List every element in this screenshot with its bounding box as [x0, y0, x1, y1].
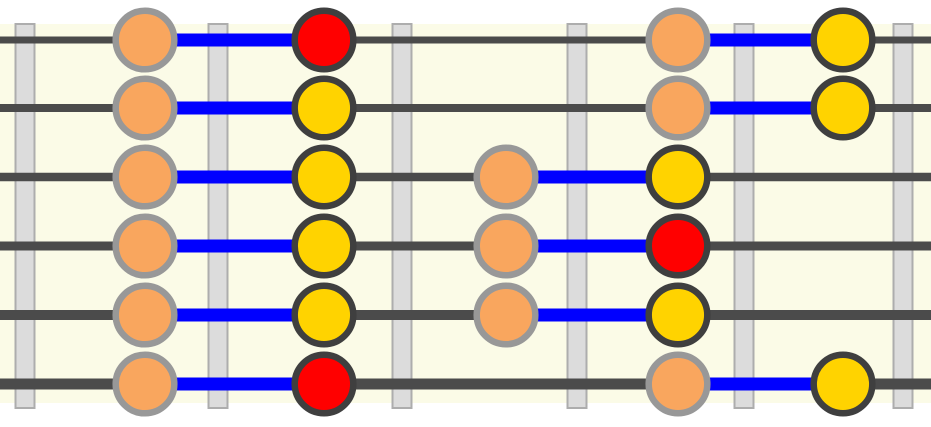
note-marker-orange [645, 75, 711, 141]
note-marker-yellow [291, 144, 357, 210]
fret-bar-1 [14, 23, 36, 409]
note-marker-yellow [291, 282, 357, 348]
note-marker-yellow [810, 7, 876, 73]
note-marker-orange [112, 351, 178, 417]
note-marker-red [645, 213, 711, 279]
note-marker-orange [473, 282, 539, 348]
fret-bar-2 [207, 23, 229, 409]
note-marker-orange [112, 7, 178, 73]
note-marker-orange [112, 144, 178, 210]
note-marker-orange [645, 7, 711, 73]
note-marker-red [291, 7, 357, 73]
fret-bar-3 [391, 23, 413, 409]
note-marker-orange [112, 75, 178, 141]
note-marker-yellow [645, 144, 711, 210]
note-marker-orange [112, 213, 178, 279]
note-marker-orange [473, 144, 539, 210]
note-marker-yellow [810, 75, 876, 141]
note-marker-red [291, 351, 357, 417]
fret-bar-6 [892, 23, 914, 409]
note-marker-orange [645, 351, 711, 417]
note-marker-orange [473, 213, 539, 279]
note-marker-yellow [291, 213, 357, 279]
note-marker-yellow [810, 351, 876, 417]
note-marker-orange [112, 282, 178, 348]
fret-bar-5 [733, 23, 755, 409]
note-marker-yellow [291, 75, 357, 141]
note-marker-yellow [645, 282, 711, 348]
fret-bar-4 [566, 23, 588, 409]
